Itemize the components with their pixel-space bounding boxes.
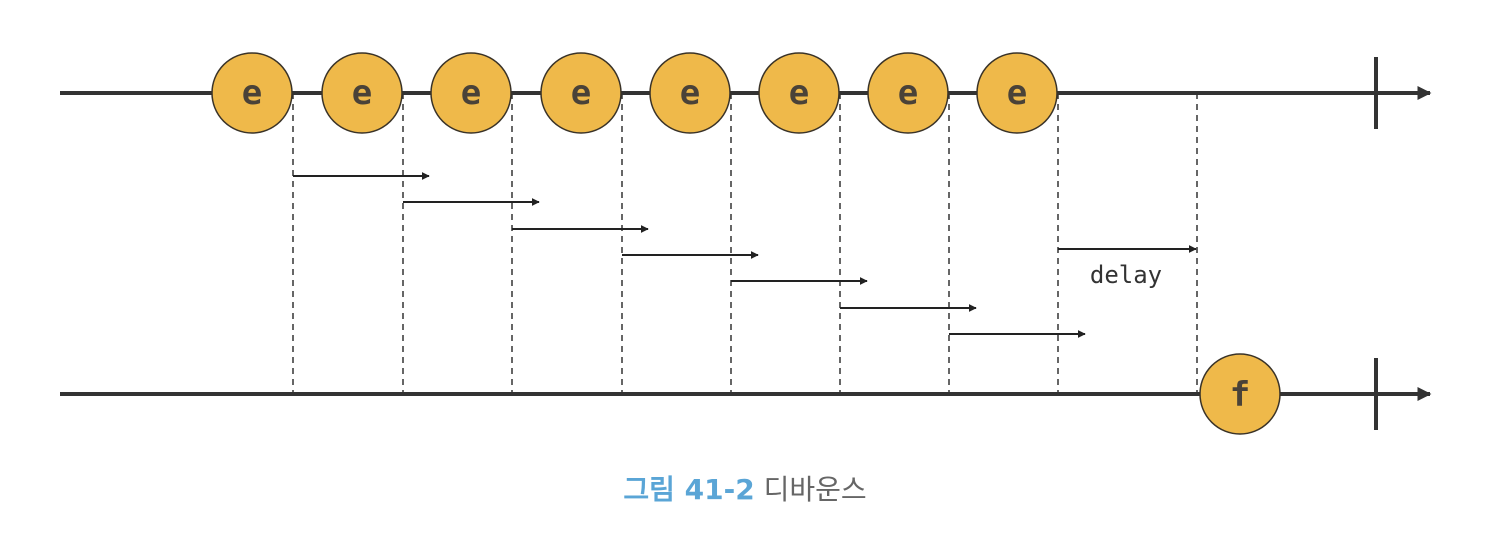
event-node-label: e [571,73,591,113]
event-node: e [867,52,949,134]
event-node-label: e [789,73,809,113]
event-node: e [540,52,622,134]
figure-caption: 그림 41-2 디바운스 [0,468,1490,508]
output-node: f [1199,353,1281,435]
event-node: e [321,52,403,134]
event-node: e [758,52,840,134]
event-node-circle [758,52,840,134]
delay-label: delay [1090,261,1162,289]
event-node: e [211,52,293,134]
dashed-guides [292,93,1198,394]
event-node-label: e [352,73,372,113]
event-node-circle [867,52,949,134]
output-node-circle [1199,353,1281,435]
caption-number: 그림 41-2 [623,473,755,506]
event-node-label: e [461,73,481,113]
event-node: e [976,52,1058,134]
event-node-circle [321,52,403,134]
event-node: e [430,52,512,134]
output-nodes: f [1199,353,1281,435]
event-node-label: e [1007,73,1027,113]
delay-arrows [293,172,1197,338]
event-node-label: e [898,73,918,113]
caption-title: 디바운스 [763,473,867,506]
output-node-label: f [1230,375,1250,415]
event-node-label: e [242,73,262,113]
event-node-circle [211,52,293,134]
event-node-circle [540,52,622,134]
event-node-circle [649,52,731,134]
event-node-circle [430,52,512,134]
event-node-circle [976,52,1058,134]
event-node: e [649,52,731,134]
event-node-label: e [680,73,700,113]
